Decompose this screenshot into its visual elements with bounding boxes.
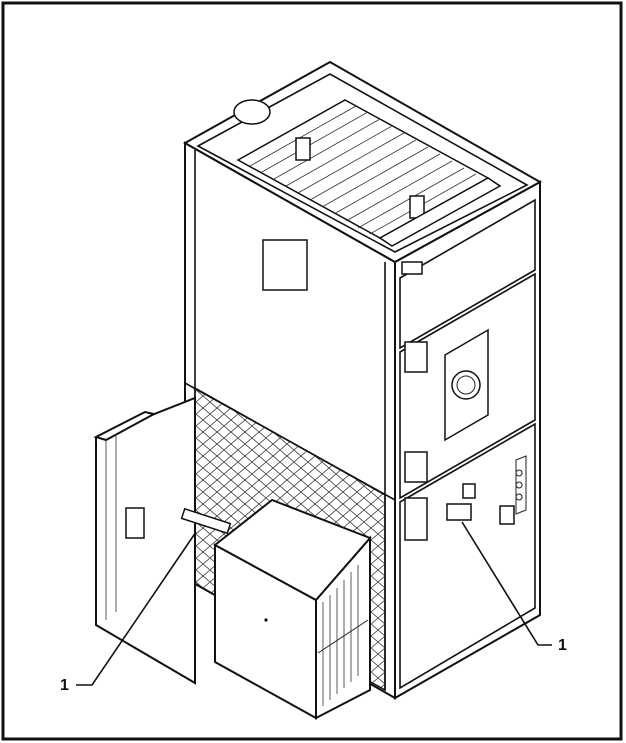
filter-box-louvres: [317, 565, 369, 706]
side-access-2: [404, 451, 428, 483]
side-connector-box: [499, 505, 515, 525]
removed-panel-return: [93, 410, 157, 442]
heat-exchanger-fins: [233, 99, 502, 247]
panel-window: [125, 507, 145, 539]
side-top-edge: [394, 181, 541, 263]
removed-side-panel: [95, 396, 196, 685]
side-panel-upper: [399, 198, 536, 350]
side-switch: [462, 483, 476, 499]
side-label-1: [446, 503, 472, 521]
side-panel-lower: [399, 422, 536, 690]
callout-leader-right: [461, 521, 552, 646]
callout-leader-left: [76, 531, 197, 686]
filter-box-dot: [264, 618, 268, 622]
cabinet-side-face: [394, 180, 541, 700]
side-label-plate: [401, 261, 423, 275]
filter-box-top: [213, 498, 372, 602]
front-access-plate: [262, 239, 308, 291]
side-access-1: [404, 341, 428, 373]
cabinet-top-inner: [196, 73, 529, 253]
mounting-bracket-left: [180, 507, 232, 535]
side-port-ring: [451, 370, 481, 400]
grille-top-edge: [184, 382, 396, 501]
callout-label-right: 1: [558, 637, 567, 654]
side-access-3: [404, 497, 428, 541]
callout-label-left: 1: [60, 677, 69, 694]
side-panel-middle: [399, 272, 536, 500]
